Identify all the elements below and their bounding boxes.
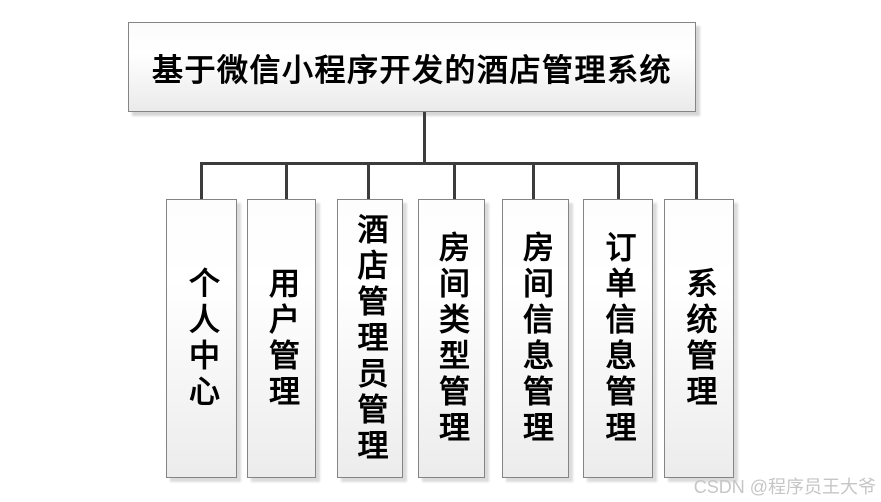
node-system-management: 系统管理 — [664, 199, 734, 478]
connector-drop-5 — [532, 164, 535, 200]
node-room-type-management-label: 房间类型管理 — [434, 230, 469, 447]
connector-drop-7 — [695, 164, 698, 200]
node-system-management-label: 系统管理 — [681, 266, 717, 411]
node-order-info-management: 订单信息管理 — [583, 199, 653, 478]
node-personal-center-label: 个人中心 — [184, 266, 219, 411]
connector-drop-4 — [453, 164, 456, 200]
node-user-management-label: 用户管理 — [264, 266, 299, 411]
connector-drop-1 — [200, 164, 203, 200]
node-hotel-admin-management-label: 酒店管理员管理 — [352, 212, 388, 465]
csdn-watermark: CSDN @程序员王大爷 — [693, 477, 876, 497]
node-personal-center: 个人中心 — [166, 199, 237, 478]
node-user-management: 用户管理 — [247, 199, 316, 478]
node-order-info-management-label: 订单信息管理 — [600, 230, 636, 447]
connector-horizontal-bar — [200, 162, 698, 165]
connector-drop-6 — [617, 164, 620, 200]
root-node: 基于微信小程序开发的酒店管理系统 — [128, 22, 696, 112]
root-node-label: 基于微信小程序开发的酒店管理系统 — [152, 52, 672, 88]
node-room-info-management: 房间信息管理 — [502, 199, 569, 478]
node-room-info-management-label: 房间信息管理 — [518, 230, 553, 447]
connector-stem — [423, 112, 426, 164]
connector-drop-2 — [285, 164, 288, 200]
node-room-type-management: 房间类型管理 — [418, 199, 485, 478]
node-hotel-admin-management: 酒店管理员管理 — [337, 199, 403, 478]
connector-drop-3 — [367, 164, 370, 200]
